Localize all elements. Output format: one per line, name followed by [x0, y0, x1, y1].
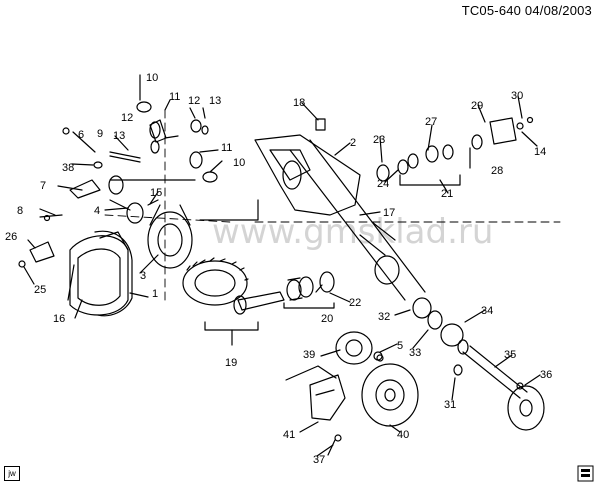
- callout-34: 34: [481, 305, 493, 317]
- callout-35: 35: [504, 349, 516, 361]
- callout-10-right: 10: [233, 157, 245, 169]
- callout-9: 9: [97, 128, 103, 140]
- callout-23: 23: [373, 134, 385, 146]
- callout-27: 27: [425, 116, 437, 128]
- callout-4: 4: [94, 205, 100, 217]
- callout-40: 40: [397, 429, 409, 441]
- callout-26: 26: [5, 231, 17, 243]
- callout-17: 17: [383, 207, 395, 219]
- callout-12-left: 12: [121, 112, 133, 124]
- callout-7: 7: [40, 180, 46, 192]
- callout-22: 22: [349, 297, 361, 309]
- callout-18: 18: [293, 97, 305, 109]
- callout-25: 25: [34, 284, 46, 296]
- callout-41: 41: [283, 429, 295, 441]
- jw-badge: jw: [4, 466, 20, 481]
- callout-13-right: 13: [209, 95, 221, 107]
- callout-19: 19: [225, 357, 237, 369]
- callout-16: 16: [53, 313, 65, 325]
- callout-38: 38: [62, 162, 74, 174]
- callout-11-top: 11: [169, 91, 180, 103]
- callout-31: 31: [444, 399, 456, 411]
- callout-2: 2: [350, 137, 356, 149]
- callout-36: 36: [540, 369, 552, 381]
- callout-13-left: 13: [113, 130, 125, 142]
- callout-33: 33: [409, 347, 421, 359]
- callout-11-right: 11: [221, 142, 232, 154]
- callout-32: 32: [378, 311, 390, 323]
- callout-20: 20: [321, 313, 333, 325]
- callout-30: 30: [511, 90, 523, 102]
- callout-5: 5: [397, 340, 403, 352]
- diagram-code: TC05-640 04/08/2003: [461, 3, 592, 18]
- callout-14: 14: [534, 146, 546, 158]
- document-stack-icon: [577, 465, 594, 482]
- callout-1: 1: [152, 288, 158, 300]
- callout-39: 39: [303, 349, 315, 361]
- callout-6: 6: [78, 129, 84, 141]
- callout-12-right: 12: [188, 95, 200, 107]
- callout-8: 8: [17, 205, 23, 217]
- callout-24: 24: [377, 178, 389, 190]
- callout-3: 3: [140, 270, 146, 282]
- callout-15: 15: [150, 187, 162, 199]
- callout-10-top: 10: [146, 72, 158, 84]
- callout-28: 28: [491, 165, 503, 177]
- callout-21: 21: [441, 188, 453, 200]
- callout-37: 37: [313, 454, 325, 466]
- callout-29: 29: [471, 100, 483, 112]
